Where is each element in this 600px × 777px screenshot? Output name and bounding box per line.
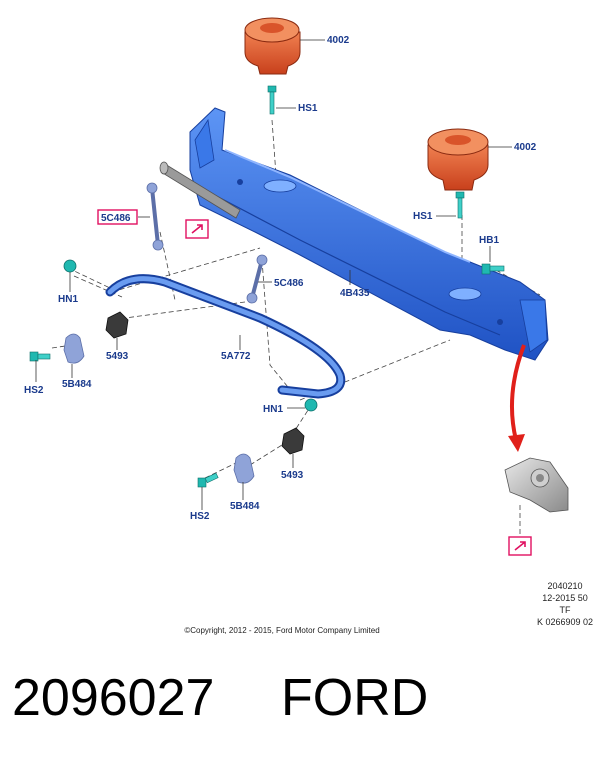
label-stabilizer-bar: 5A772 <box>221 351 251 362</box>
label-link-center: 5C486 <box>274 278 304 289</box>
damper-tube <box>159 161 241 219</box>
meta-line-3: TF <box>560 605 571 615</box>
callout-box <box>97 209 138 225</box>
part-number: 2096027 <box>12 669 215 727</box>
label-bolt-right: HB1 <box>479 235 499 246</box>
label-screw-lower: HS2 <box>190 511 210 522</box>
screw-lower <box>197 472 219 488</box>
detail-arrow <box>508 344 526 452</box>
label-mount-upper-left: 4002 <box>327 35 350 46</box>
meta-line-2: 12-2015 50 <box>542 593 588 603</box>
label-bracket-left: 5B484 <box>62 379 92 390</box>
screw-top <box>267 85 277 115</box>
bolt-right <box>481 263 505 275</box>
nut-center <box>304 398 318 412</box>
screw-right <box>455 191 465 219</box>
beam-assembly <box>189 107 549 361</box>
label-link-boxed[interactable]: 5C486 <box>101 213 131 224</box>
nut-left <box>63 259 77 273</box>
label-screw-right: HS1 <box>413 211 433 222</box>
caption: 2096027 FORD <box>0 672 600 752</box>
link-boxed <box>146 182 164 251</box>
parts-diagram: 4002 HS1 4002 HS1 HB1 5C486 5C486 4B435 … <box>24 17 593 635</box>
leader-lines <box>35 39 512 510</box>
meta-line-4: K 0266909 02 <box>537 617 593 627</box>
label-bracket-lower: 5B484 <box>230 501 260 512</box>
label-screw-left: HS2 <box>24 385 44 396</box>
label-nut-left: HN1 <box>58 294 78 305</box>
bushing-lower <box>281 427 305 455</box>
screw-left <box>29 351 51 362</box>
label-screw-top: HS1 <box>298 103 318 114</box>
external-link-icon[interactable] <box>185 219 209 239</box>
copyright: ©Copyright, 2012 - 2015, Ford Motor Comp… <box>184 626 379 635</box>
wheel-knuckle <box>504 457 569 513</box>
bushing-left <box>105 311 129 339</box>
bracket-lower <box>233 453 255 484</box>
link-center <box>246 254 268 304</box>
label-bushing-lower: 5493 <box>281 470 304 481</box>
external-link-icon[interactable] <box>508 536 532 556</box>
mount-left <box>244 17 301 75</box>
label-beam: 4B435 <box>340 288 370 299</box>
label-bushing-left: 5493 <box>106 351 129 362</box>
mount-right <box>427 128 489 191</box>
bracket-left <box>63 333 85 364</box>
meta-line-1: 2040210 <box>547 581 582 591</box>
label-mount-upper-right: 4002 <box>514 142 537 153</box>
label-nut-center: HN1 <box>263 404 283 415</box>
brand-name: FORD <box>281 669 429 727</box>
stabilizer-bar <box>105 274 346 399</box>
